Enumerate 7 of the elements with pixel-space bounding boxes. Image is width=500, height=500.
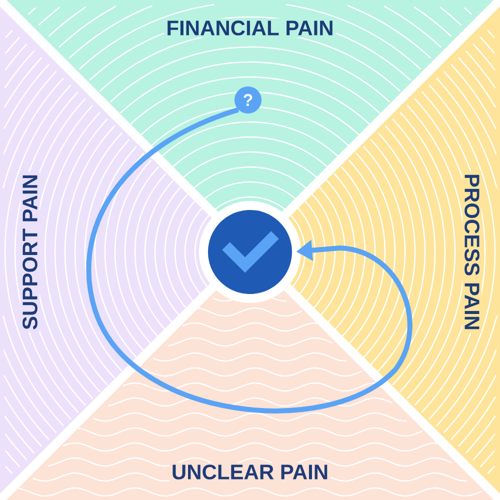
question-badge: ? [234, 86, 262, 114]
quadrant-title: PROCESS PAIN [462, 171, 482, 333]
quadrant-title: SUPPORT PAIN [20, 172, 40, 332]
quadrant-title: UNCLEAR PAIN [169, 462, 331, 482]
arrow [86, 107, 412, 414]
quadrant-title: FINANCIAL PAIN [164, 18, 336, 38]
check-icon [208, 210, 292, 294]
